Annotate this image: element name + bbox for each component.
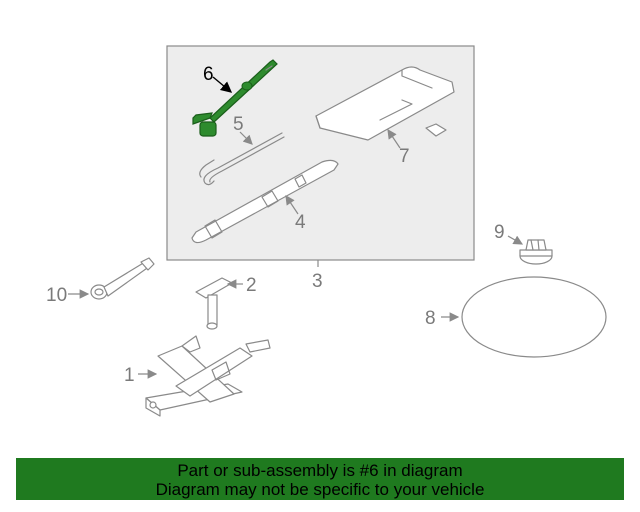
info-banner: Part or sub-assembly is #6 in diagram Di… [16, 458, 624, 500]
banner-line-1: Part or sub-assembly is #6 in diagram [177, 461, 463, 480]
callout-5: 5 [233, 114, 244, 135]
callout-7: 7 [399, 146, 410, 167]
callout-9: 9 [494, 222, 505, 243]
part-1-scissor-jack[interactable] [145, 335, 271, 417]
callout-3: 3 [312, 271, 323, 292]
part-10-tow-hook[interactable] [90, 257, 155, 300]
part-6-lug-wrench[interactable] [192, 59, 278, 137]
callout-2: 2 [246, 275, 257, 296]
banner-line-2: Diagram may not be specific to your vehi… [155, 480, 485, 499]
part-8-spare-tire[interactable] [461, 276, 607, 358]
part-5-jack-handle[interactable] [199, 132, 285, 186]
callout-10: 10 [46, 285, 67, 306]
callout-1: 1 [124, 365, 135, 386]
part-7-tool-bag[interactable] [315, 66, 455, 141]
parts-diagram: 6 5 4 7 3 10 2 [46, 45, 607, 417]
callout-6: 6 [203, 64, 214, 85]
part-2-jack-handle-key[interactable] [195, 277, 233, 330]
callout-8: 8 [425, 308, 436, 329]
part-4-strap[interactable] [191, 159, 339, 244]
part-9-hold-down-nut[interactable] [519, 239, 553, 265]
callout-4: 4 [295, 212, 306, 233]
